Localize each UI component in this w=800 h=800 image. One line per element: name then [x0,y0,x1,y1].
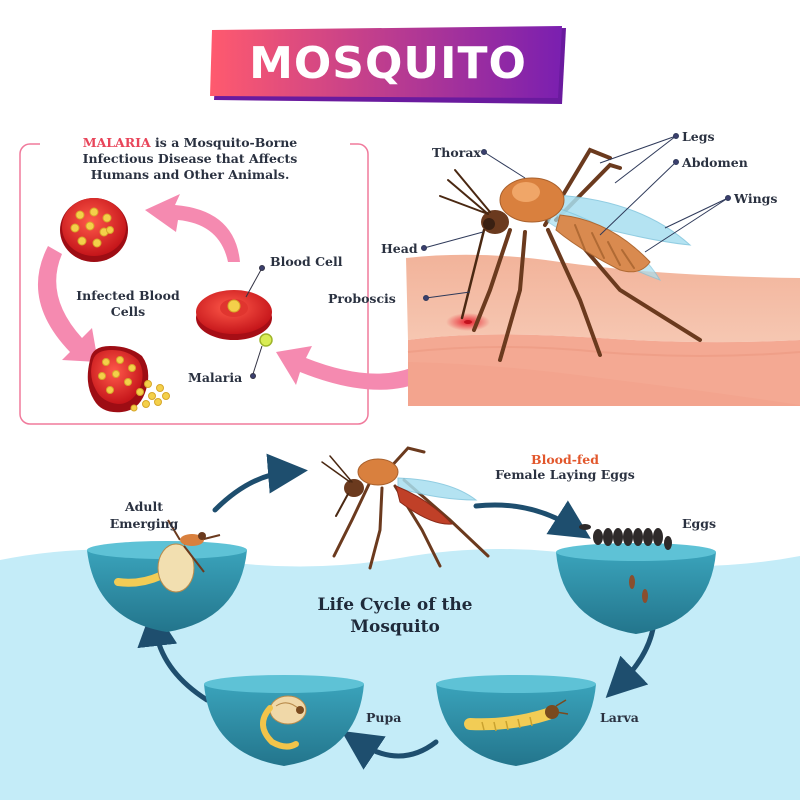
info-line-2: Infectious Disease that Affects [82,151,298,166]
blood-cell-label: Blood Cell [270,254,343,269]
blood-fed-text: Blood-fed [531,452,599,467]
laying-eggs-text: Female Laying Eggs [495,467,635,482]
bowl-pupa [204,675,364,766]
bursting-blood-cell [87,346,170,413]
pupa-label: Pupa [366,710,402,725]
page-title: MOSQUITO [249,38,527,89]
proboscis-label: Proboscis [328,291,396,306]
larva [464,699,569,732]
malaria-parasite [259,333,273,347]
adult-emerging [114,519,221,593]
thorax-label: Thorax [432,145,481,160]
info-line-3: Humans and Other Animals. [90,167,290,182]
mosquito-laying [321,446,490,570]
female-laying-label: Blood-fed Female Laying Eggs [480,452,650,482]
mosquito-anatomy [439,147,702,362]
life-cycle-title: Life Cycle of the Mosquito [317,595,473,637]
pupa [260,695,307,750]
malaria-description: MALARIA is a Mosquito-Borne Infectious D… [50,135,330,183]
legs-label: Legs [682,129,715,144]
healthy-blood-cell [196,290,272,340]
malaria-highlight: MALARIA [82,135,151,150]
bowl-eggs [556,543,716,634]
info-line-1: is a Mosquito-Borne [150,135,298,150]
infected-cells-label: Infected Blood Cells [76,288,180,319]
eggs-label: Eggs [682,516,717,531]
title-banner [210,26,566,104]
wings-label: Wings [734,191,778,206]
larva-label: Larva [600,710,639,725]
malaria-label: Malaria [188,370,243,385]
eggs-raft [579,524,672,603]
head-label: Head [381,241,418,256]
skin-block [406,254,800,406]
infected-blood-cell [60,198,128,262]
adult-emerging-label: Adult Emerging [109,499,179,531]
abdomen-label: Abdomen [682,155,748,170]
